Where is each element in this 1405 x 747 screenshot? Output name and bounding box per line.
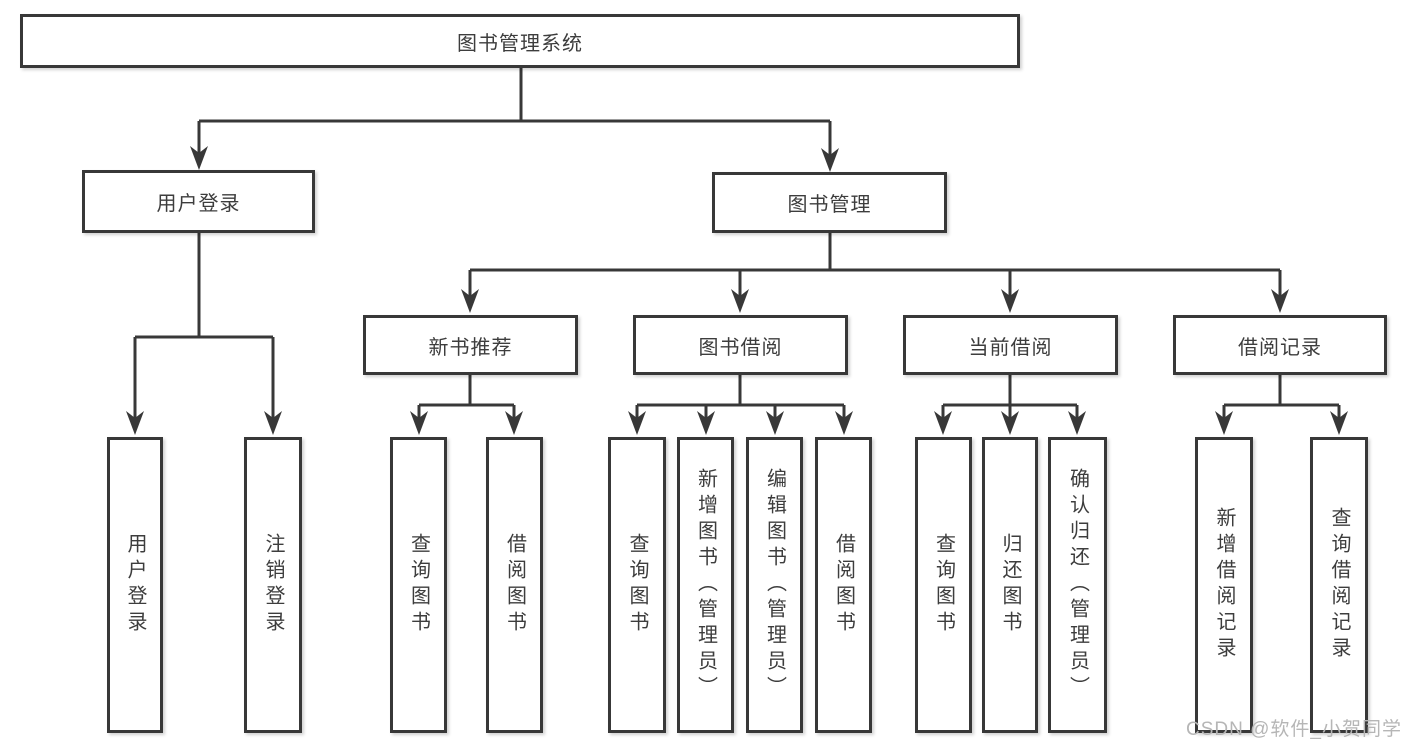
node-user-login: 用户登录 xyxy=(82,170,315,233)
leaf-edit-books-admin: 编辑图书（管理员） xyxy=(746,437,803,733)
arrowheads xyxy=(126,146,1348,435)
leaf-recommend-borrow-books-label: 借阅图书 xyxy=(503,533,526,637)
leaf-user-login-label: 用户登录 xyxy=(124,533,146,637)
leaf-add-books-admin-label: 新增图书（管理员） xyxy=(694,468,717,702)
leaf-current-query-books-label: 查询图书 xyxy=(932,533,955,637)
leaf-add-borrow-record: 新增借阅记录 xyxy=(1195,437,1253,733)
leaf-borrow-query-books-label: 查询图书 xyxy=(626,533,648,637)
leaf-query-borrow-record: 查询借阅记录 xyxy=(1310,437,1368,733)
leaf-recommend-borrow-books: 借阅图书 xyxy=(486,437,543,733)
leaf-query-borrow-record-label: 查询借阅记录 xyxy=(1328,507,1350,663)
leaf-add-borrow-record-label: 新增借阅记录 xyxy=(1213,507,1235,663)
node-root-system: 图书管理系统 xyxy=(20,14,1020,68)
node-book-borrow: 图书借阅 xyxy=(633,315,848,375)
csdn-watermark: CSDN @软件_小贺同学 xyxy=(1186,719,1402,740)
leaf-return-books-label: 归还图书 xyxy=(999,533,1021,637)
node-current-borrow: 当前借阅 xyxy=(903,315,1118,375)
leaf-logout-label: 注销登录 xyxy=(262,533,284,637)
leaf-edit-books-admin-label: 编辑图书（管理员） xyxy=(763,468,786,702)
leaf-borrow-books: 借阅图书 xyxy=(815,437,872,733)
leaf-confirm-return-admin: 确认归还（管理员） xyxy=(1048,437,1107,733)
leaf-current-query-books: 查询图书 xyxy=(915,437,972,733)
leaf-recommend-query-books: 查询图书 xyxy=(390,437,447,733)
leaf-logout: 注销登录 xyxy=(244,437,302,733)
leaf-recommend-query-books-label: 查询图书 xyxy=(407,533,430,637)
node-new-book-recommend: 新书推荐 xyxy=(363,315,578,375)
leaf-user-login: 用户登录 xyxy=(107,437,163,733)
node-book-management: 图书管理 xyxy=(712,172,947,233)
leaf-return-books: 归还图书 xyxy=(982,437,1038,733)
node-borrow-records: 借阅记录 xyxy=(1173,315,1387,375)
leaf-borrow-books-label: 借阅图书 xyxy=(832,533,855,637)
leaf-borrow-query-books: 查询图书 xyxy=(608,437,666,733)
leaf-confirm-return-admin-label: 确认归还（管理员） xyxy=(1066,468,1089,702)
leaf-add-books-admin: 新增图书（管理员） xyxy=(677,437,734,733)
